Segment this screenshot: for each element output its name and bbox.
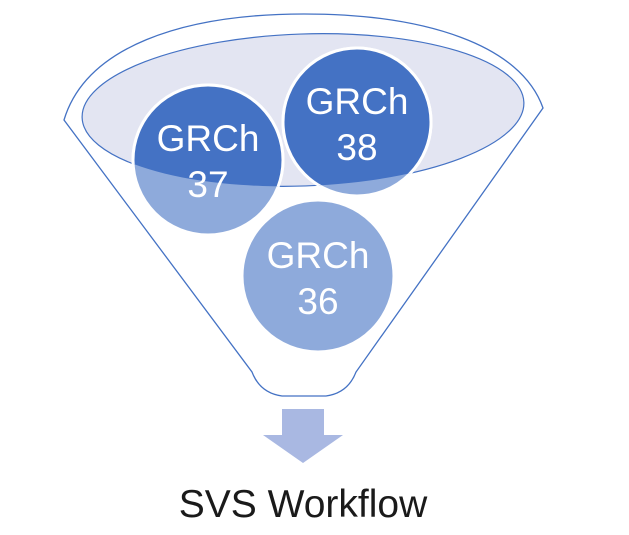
bubble-grch38: GRCh 38 xyxy=(281,46,433,198)
bubble-grch37-dark-circle xyxy=(131,83,285,194)
bubble-grch36: GRCh 36 xyxy=(240,198,396,354)
down-arrow-icon xyxy=(263,409,343,463)
workflow-caption: SVS Workflow xyxy=(179,483,428,526)
bubble-grch36-light-circle xyxy=(240,198,396,354)
funnel-outline-icon xyxy=(63,13,544,397)
bubble-grch38-label-line1: GRCh xyxy=(306,81,409,122)
bubble-grch37-label-line2: 37 xyxy=(187,164,228,205)
bubble-grch37-label-line1: GRCh xyxy=(157,118,260,159)
bubble-grch36-label-line1: GRCh xyxy=(267,235,370,276)
bubble-grch38-dark-circle xyxy=(281,46,433,194)
bubble-grch38-label-line2: 38 xyxy=(336,127,377,168)
bubble-grch37: GRCh 37 xyxy=(131,83,285,237)
bubble-grch36-label-line2: 36 xyxy=(297,281,338,322)
